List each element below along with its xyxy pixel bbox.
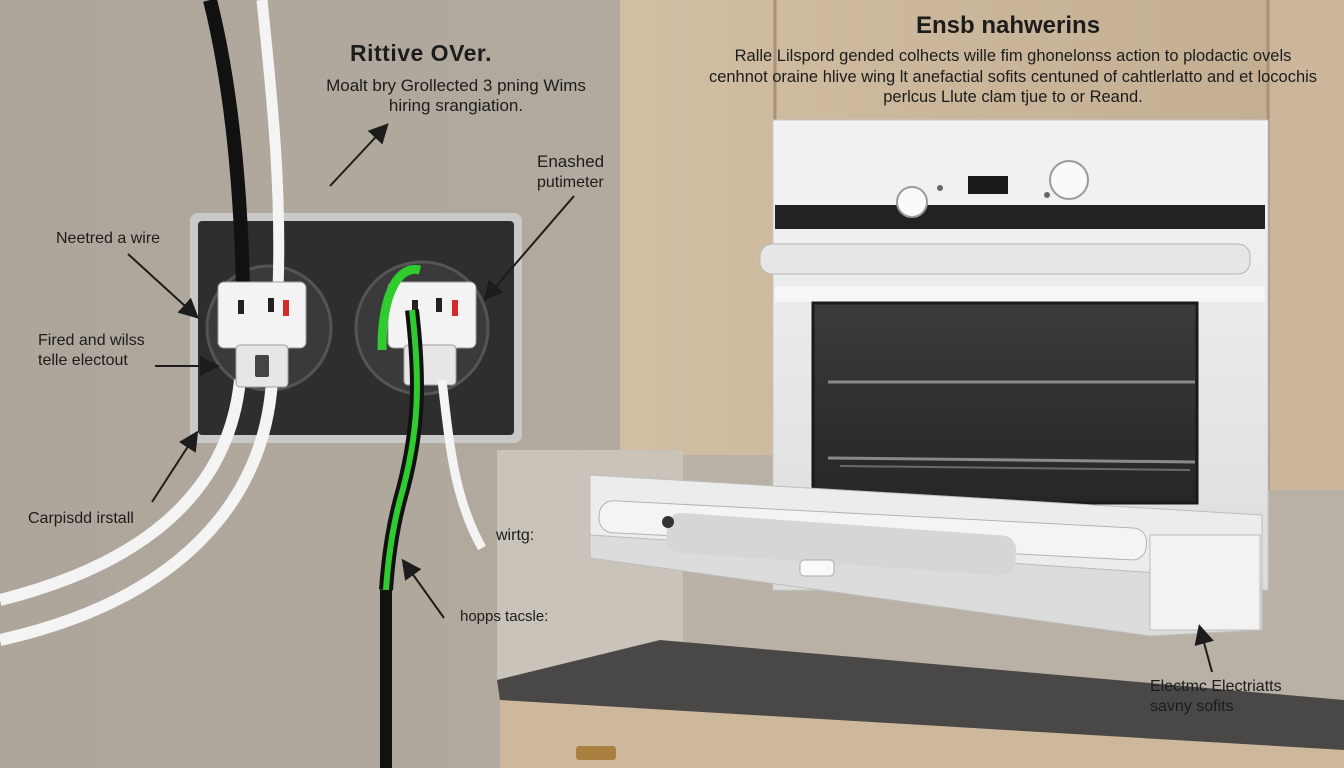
- callout-enashed: Enashed: [537, 152, 605, 171]
- black-cable: [203, 0, 250, 291]
- right-paragraph: Ralle Lilspord gended colhects wille fim…: [708, 47, 1318, 107]
- pointer-arrows: [127, 123, 1214, 673]
- oven-drawer: [589, 474, 1263, 637]
- white-cable: [256, 0, 285, 291]
- callout-wiring: wirtg:: [496, 527, 535, 544]
- oven-window: [811, 301, 1199, 505]
- outlet-left-icon: [217, 281, 307, 388]
- pointer-arrow-icon: [483, 195, 575, 302]
- oven-knob-icon: [896, 186, 928, 218]
- callout-neetred: Neetred a wire: [56, 230, 161, 247]
- left-title: Rittive OVer.: [350, 40, 493, 66]
- callout-carpisd: Carpisdd irstall: [28, 510, 134, 527]
- countertop: [497, 640, 1344, 750]
- oven-handle: [759, 243, 1251, 275]
- drawer-latch-icon: [799, 559, 835, 577]
- oven-knob-icon: [1049, 160, 1089, 200]
- left-subtitle: Moalt bry Grollected 3 pning Wims hiring…: [326, 76, 586, 115]
- pointer-arrow-icon: [1194, 624, 1214, 673]
- oven-display: [968, 176, 1008, 194]
- callout-electric-line2: savny sofits: [1150, 698, 1234, 715]
- white-cable: [437, 379, 486, 551]
- pointer-arrow-icon: [151, 430, 199, 503]
- oven-rack: [827, 456, 1196, 464]
- callout-fired-line2: telle electout: [38, 352, 128, 369]
- white-cable: [0, 379, 278, 646]
- pointer-arrow-icon: [127, 253, 199, 319]
- callout-putimeter: putimeter: [537, 174, 604, 191]
- callout-fired-line1: Fired and wilss: [38, 332, 145, 349]
- white-cable: [0, 379, 246, 606]
- green-wire: [383, 309, 420, 591]
- green-wire: [377, 264, 422, 351]
- right-title: Ensb nahwerins: [916, 12, 1101, 39]
- pointer-arrow-icon: [401, 558, 445, 619]
- callout-electric-line1: Electmc Electriatts: [1150, 678, 1282, 695]
- callout-hopps: hopps tacsle:: [460, 608, 549, 625]
- drawer-handle-icon: [576, 746, 616, 760]
- pointer-arrow-icon: [329, 123, 389, 187]
